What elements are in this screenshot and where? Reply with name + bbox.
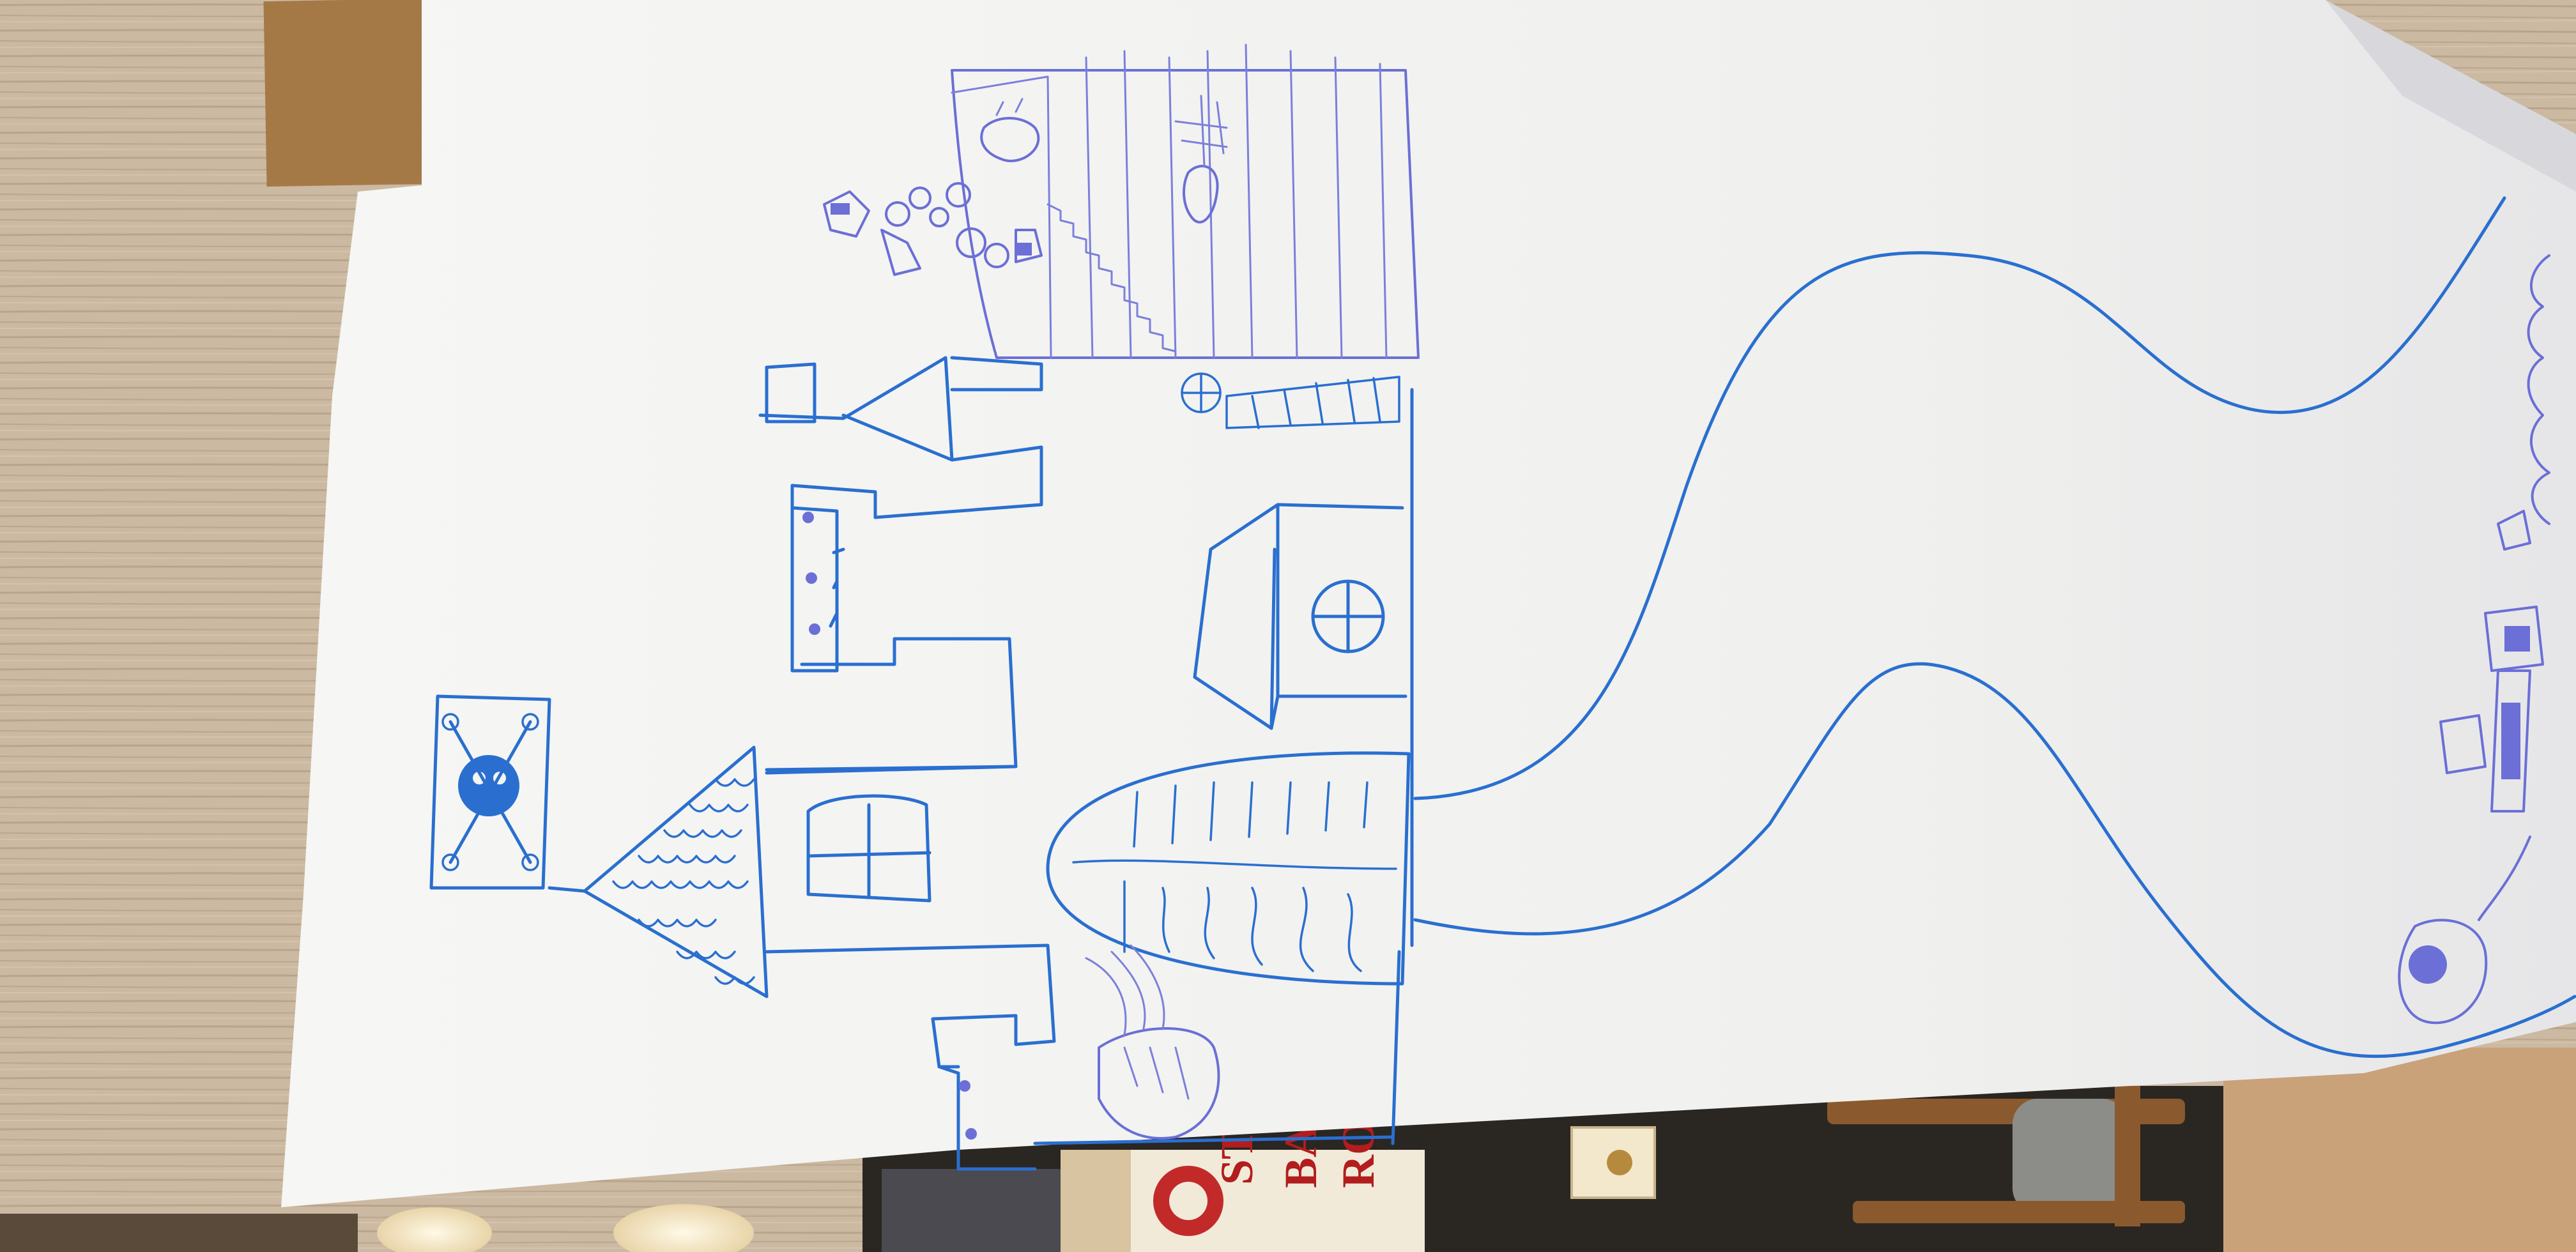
- striped-building: [823, 43, 1420, 359]
- stepped-block: [1181, 372, 1400, 429]
- road-edge-bottom: [1413, 662, 2576, 1058]
- small-house: [1193, 503, 1407, 730]
- scale-roof: [583, 745, 769, 998]
- arched-door: [1046, 751, 1411, 986]
- road-edge-top: [1413, 196, 2506, 800]
- paper-sheet: [281, 0, 2576, 1207]
- drawing: [429, 43, 2576, 1171]
- castle-body: [765, 765, 1056, 1171]
- violet-bird: [1085, 944, 1220, 1140]
- violet-dragon: [2398, 254, 2550, 1025]
- violet-creature-top: [980, 98, 1040, 162]
- violet-creature-cluster: [823, 182, 1043, 276]
- chair: [1827, 1086, 2185, 1226]
- ceiling-light: [377, 1207, 492, 1252]
- castle-window: [806, 794, 931, 903]
- ceiling-light: [613, 1204, 754, 1252]
- pirate-flag: [429, 694, 586, 893]
- violet-creature-right: [1174, 95, 1228, 224]
- masking-tape: [263, 0, 427, 187]
